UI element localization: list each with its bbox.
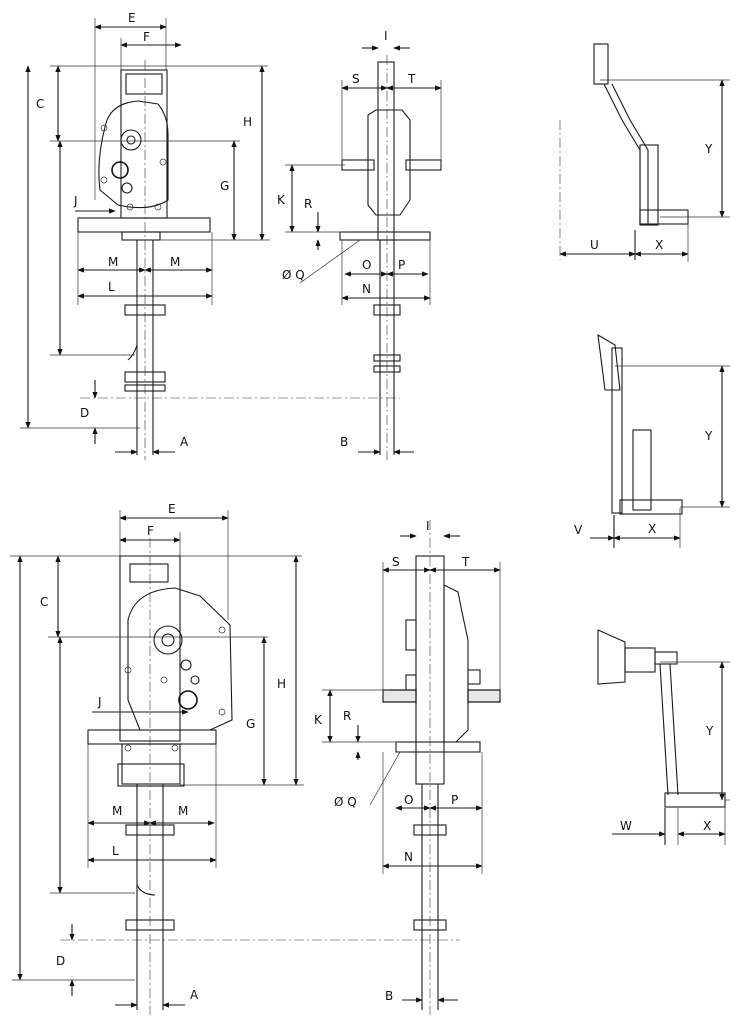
label-c: C [36,97,44,111]
label-t-2: T [461,555,470,569]
label-f-2: F [147,524,154,538]
label-m-left-2: M [112,804,122,818]
label-x-2: X [648,522,656,536]
label-o-2: O [404,793,413,807]
handle-view-3 [597,629,730,845]
label-f: F [143,30,150,44]
label-l: L [108,280,115,294]
label-i: I [384,29,388,43]
label-d: D [80,406,89,420]
label-k-2: K [314,713,323,727]
label-r: R [304,197,312,211]
bottom-front-labels: E F C H G J M M L D A [40,502,286,1002]
handle-view-1 [559,43,730,262]
label-m-left: M [108,255,118,269]
label-n: N [362,282,371,296]
label-b: B [340,435,348,449]
label-x-1: X [655,238,663,252]
label-a-2: A [190,988,199,1002]
top-front-view [20,18,400,460]
label-h: H [243,115,252,129]
label-g-2: G [246,717,255,731]
label-l-2: L [112,844,119,858]
label-p: P [398,258,405,272]
label-o: O [362,258,371,272]
label-m-right-2: M [178,804,188,818]
label-q: Ø Q [282,268,305,282]
label-n-2: N [404,850,413,864]
label-v: V [574,523,583,537]
handle-view-3-labels: W X Y [620,724,714,833]
label-d-2: D [56,954,65,968]
label-h-2: H [277,677,286,691]
label-i-2: I [426,519,430,533]
label-s-2: S [392,555,400,569]
label-q-2: Ø Q [334,795,357,809]
label-k: K [277,193,286,207]
label-e: E [128,11,136,25]
label-a: A [180,435,189,449]
label-u: U [590,238,599,252]
label-y-3: Y [705,724,714,738]
label-p-2: P [451,793,458,807]
bottom-front-view [10,510,460,1015]
top-front-labels: E F C H G J M M L D A [36,11,252,449]
label-g: G [220,179,229,193]
top-side-view [285,45,442,460]
handle-view-1-labels: U X Y [590,142,713,252]
label-y-2: Y [704,429,713,443]
label-m-right: M [170,255,180,269]
bottom-side-labels: I S T K R O P Ø Q N B [314,519,470,1003]
label-t: T [407,72,416,86]
top-side-labels: I S T K R O P Ø Q N B [277,29,416,449]
label-s: S [352,72,360,86]
label-b-2: B [385,989,393,1003]
label-c-2: C [40,595,48,609]
label-r-2: R [343,709,351,723]
label-w: W [620,819,632,833]
label-x-3: X [703,819,711,833]
handle-view-2 [590,333,730,548]
label-y-1: Y [704,142,713,156]
label-e-2: E [168,502,176,516]
label-j: J [73,194,78,208]
label-j-2: J [97,695,102,709]
bottom-side-view [322,520,501,1015]
handle-view-2-labels: V X Y [574,429,713,537]
